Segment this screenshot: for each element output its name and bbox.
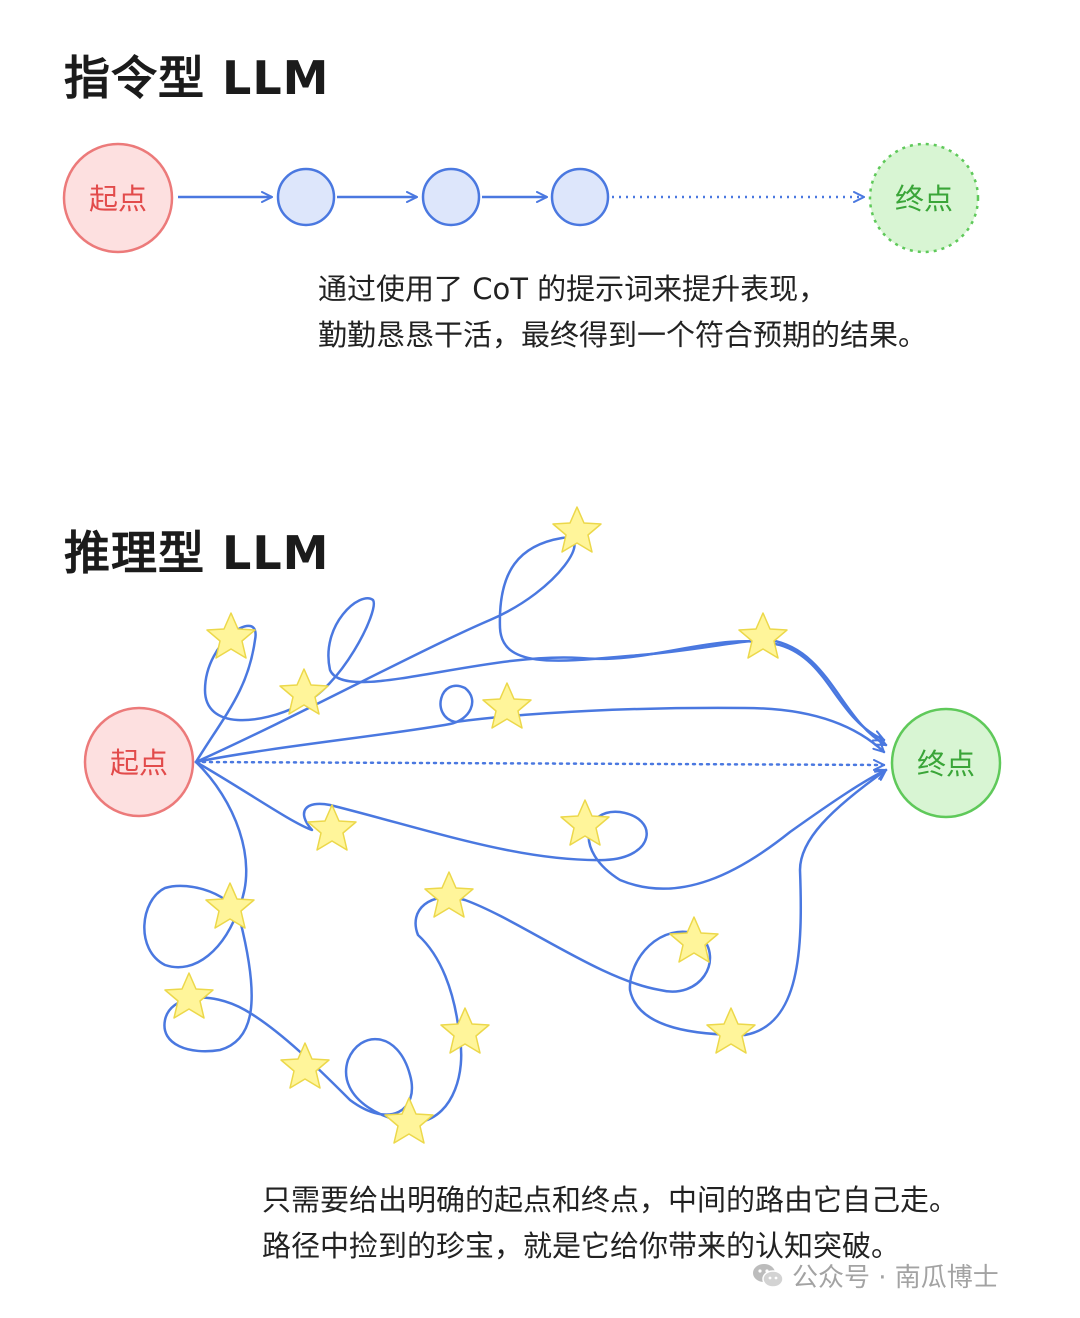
star-icon: [440, 1007, 490, 1054]
star-icon: [307, 804, 357, 851]
reasoning-nodes: 起点 终点: [83, 706, 1002, 819]
end-node-label: 终点: [917, 747, 975, 781]
reasoning-paths: [143, 536, 886, 1124]
caption-line: 只需要给出明确的起点和终点，中间的路由它自己走。: [262, 1183, 959, 1217]
step-node: [550, 167, 610, 227]
star-icon: [384, 1097, 434, 1144]
end-node: [868, 142, 980, 254]
reasoning-path-4: [194, 760, 886, 890]
star-icon: [164, 972, 214, 1019]
start-node: [83, 706, 195, 818]
star-icon: [280, 1042, 330, 1089]
end-node: [890, 707, 1002, 819]
end-node-label: 终点: [895, 182, 953, 216]
start-node-label: 起点: [89, 182, 147, 216]
star-icon: [482, 682, 532, 729]
star-icon: [424, 871, 474, 918]
star-icon: [552, 506, 602, 553]
star-icon: [206, 612, 256, 659]
star-icon: [279, 668, 329, 715]
start-node: [62, 142, 174, 254]
watermark: 公众号 · 南瓜博士: [752, 1257, 999, 1294]
watermark-text: 公众号 · 南瓜博士: [792, 1263, 999, 1293]
caption-line: 路径中捡到的珍宝，就是它给你带来的认知突破。: [262, 1229, 901, 1263]
wechat-icon: [753, 1263, 784, 1288]
star-icon: [738, 612, 788, 659]
star-icon: [205, 882, 255, 929]
section-title-instruction-llm: 指令型 LLM: [64, 51, 330, 105]
reasoning-path-2: [194, 684, 884, 764]
step-node: [276, 167, 336, 227]
reasoning-caption: 只需要给出明确的起点和终点，中间的路由它自己走。 路径中捡到的珍宝，就是它给你带…: [262, 1177, 958, 1269]
reasoning-path-5: [143, 760, 886, 1124]
star-icon: [706, 1007, 756, 1054]
star-icon: [560, 799, 610, 846]
caption-line: 勤勤恳恳干活，最终得到一个符合预期的结果。: [318, 318, 928, 352]
start-node-label: 起点: [110, 746, 168, 780]
instruction-caption: 通过使用了 CoT 的提示词来提升表现， 勤勤恳恳干活，最终得到一个符合预期的结…: [318, 266, 927, 358]
instruction-flow: 起点 终点: [62, 142, 980, 254]
caption-line: 通过使用了 CoT 的提示词来提升表现，: [318, 272, 828, 306]
step-node: [421, 167, 481, 227]
reasoning-path-direct: [194, 762, 886, 765]
reasoning-stars: [164, 506, 788, 1144]
section-title-reasoning-llm: 推理型 LLM: [64, 526, 330, 580]
